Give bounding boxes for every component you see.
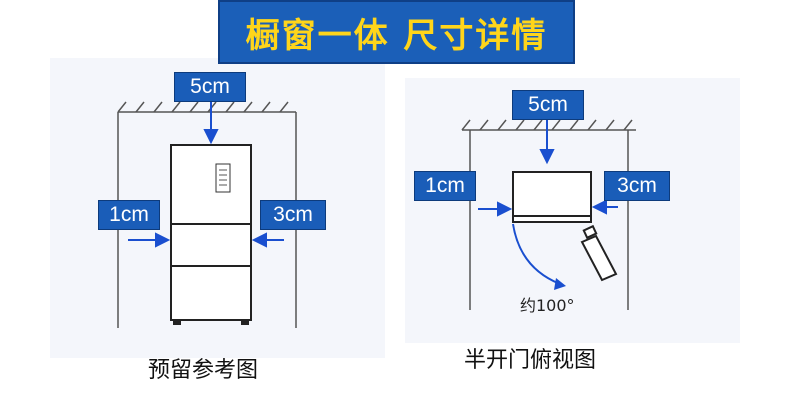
right-ceiling: [461, 119, 636, 131]
right-arrows: [478, 120, 618, 217]
left-arrows: [128, 102, 284, 248]
right-caption: 半开门俯视图: [464, 348, 597, 373]
door-swing-arrowhead: [554, 278, 566, 290]
left-top-gap-label: 5cm: [174, 72, 246, 102]
right-left-gap-label: 1cm: [414, 171, 476, 201]
fridge-top: [512, 171, 592, 223]
fridge-control-panel: [215, 163, 231, 193]
fridge-front: [170, 144, 252, 325]
page-title: 橱窗一体 尺寸详情: [245, 15, 548, 56]
door-angle-text: 约100°: [520, 296, 575, 315]
right-top-gap-label: 5cm: [512, 90, 584, 120]
open-door: [580, 224, 618, 282]
door-swing-arc: [512, 223, 561, 285]
left-right-gap-label: 3cm: [260, 200, 326, 230]
right-right-gap-label: 3cm: [604, 171, 670, 201]
left-caption: 预留参考图: [148, 358, 259, 383]
left-left-gap-label: 1cm: [98, 200, 160, 230]
title-banner: 橱窗一体 尺寸详情: [218, 0, 575, 64]
